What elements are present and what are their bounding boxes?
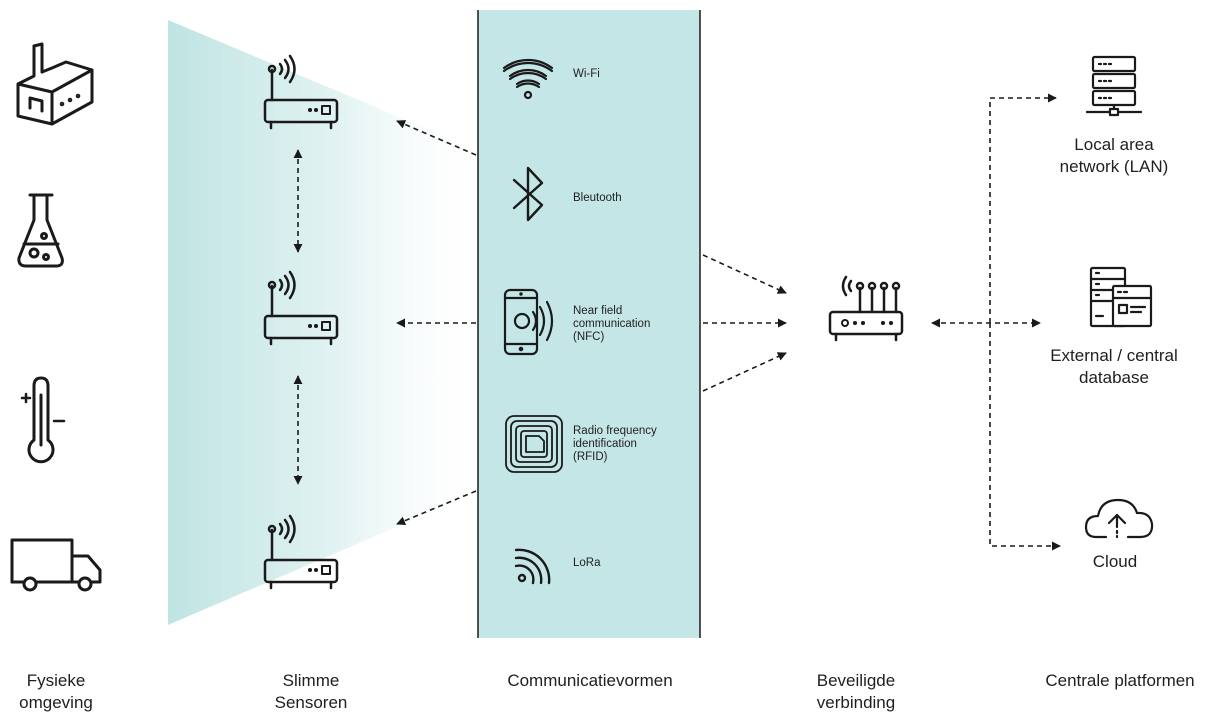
truck-icon xyxy=(10,538,102,592)
comm-label-nfc: Near field communication (NFC) xyxy=(573,305,651,343)
nfc-phone-icon xyxy=(503,288,554,356)
platform-label-lan: Local area network (LAN) xyxy=(1059,135,1169,176)
comm-label-rfid: Radio frequency identification (RFID) xyxy=(573,425,657,463)
column-label-physical: Fysieke omgeving xyxy=(19,671,93,712)
gateway-to-platform-arrows xyxy=(931,93,1061,551)
platform-label-cloud: Cloud xyxy=(1092,552,1138,571)
panel-to-sensor-arrows xyxy=(396,120,477,526)
database-icon xyxy=(1089,266,1153,328)
column-label-sensors: Slimme Sensoren xyxy=(274,671,348,712)
column-label-platforms: Centrale platformen xyxy=(1045,671,1195,690)
comm-label-bluetooth: Bleutooth xyxy=(573,192,622,204)
server-rack-icon xyxy=(1085,55,1143,117)
wifi-icon xyxy=(502,58,554,100)
bluetooth-icon xyxy=(512,166,544,222)
cloud-upload-icon xyxy=(1084,498,1154,539)
panel-to-gateway-arrows xyxy=(702,254,787,392)
sensor-router-1 xyxy=(263,54,339,130)
sensor-router-2 xyxy=(263,270,339,346)
factory-icon xyxy=(16,42,94,126)
rfid-tag-icon xyxy=(505,415,563,473)
gateway-router-icon xyxy=(828,275,904,342)
column-label-communication: Communicatievormen xyxy=(507,671,673,690)
flask-icon xyxy=(17,193,64,268)
comm-label-wifi: Wi-Fi xyxy=(573,68,600,80)
platform-label-database: External / central database xyxy=(1050,346,1178,387)
lora-icon xyxy=(514,548,551,585)
comm-label-lora: LoRa xyxy=(573,557,601,569)
column-label-secure-connection: Beveiligde verbinding xyxy=(816,671,896,712)
thermometer-icon xyxy=(20,376,66,464)
sensor-router-3 xyxy=(263,514,339,590)
